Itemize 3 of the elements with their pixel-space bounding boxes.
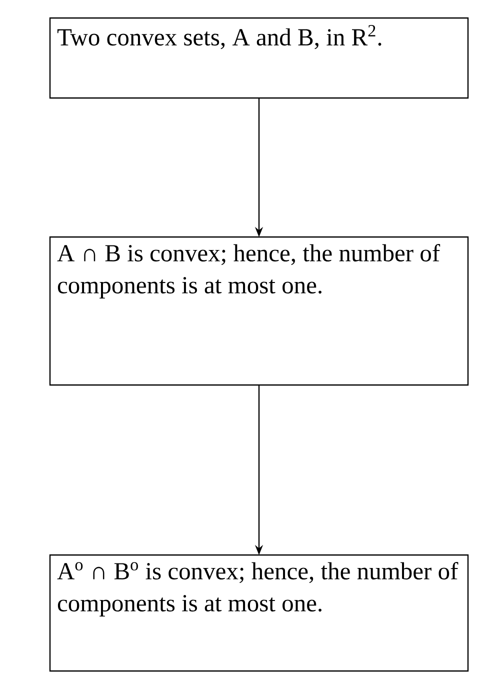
text-box: A ∩ B is convex; hence, the number of components is at most one. [49,236,469,386]
text-box: Two convex sets, A and B, in R$^{2}$. [49,17,469,99]
text-box: A$^{o}$ ∩ B$^{o}$ is convex; hence, the number of components is at most one. [49,554,469,672]
